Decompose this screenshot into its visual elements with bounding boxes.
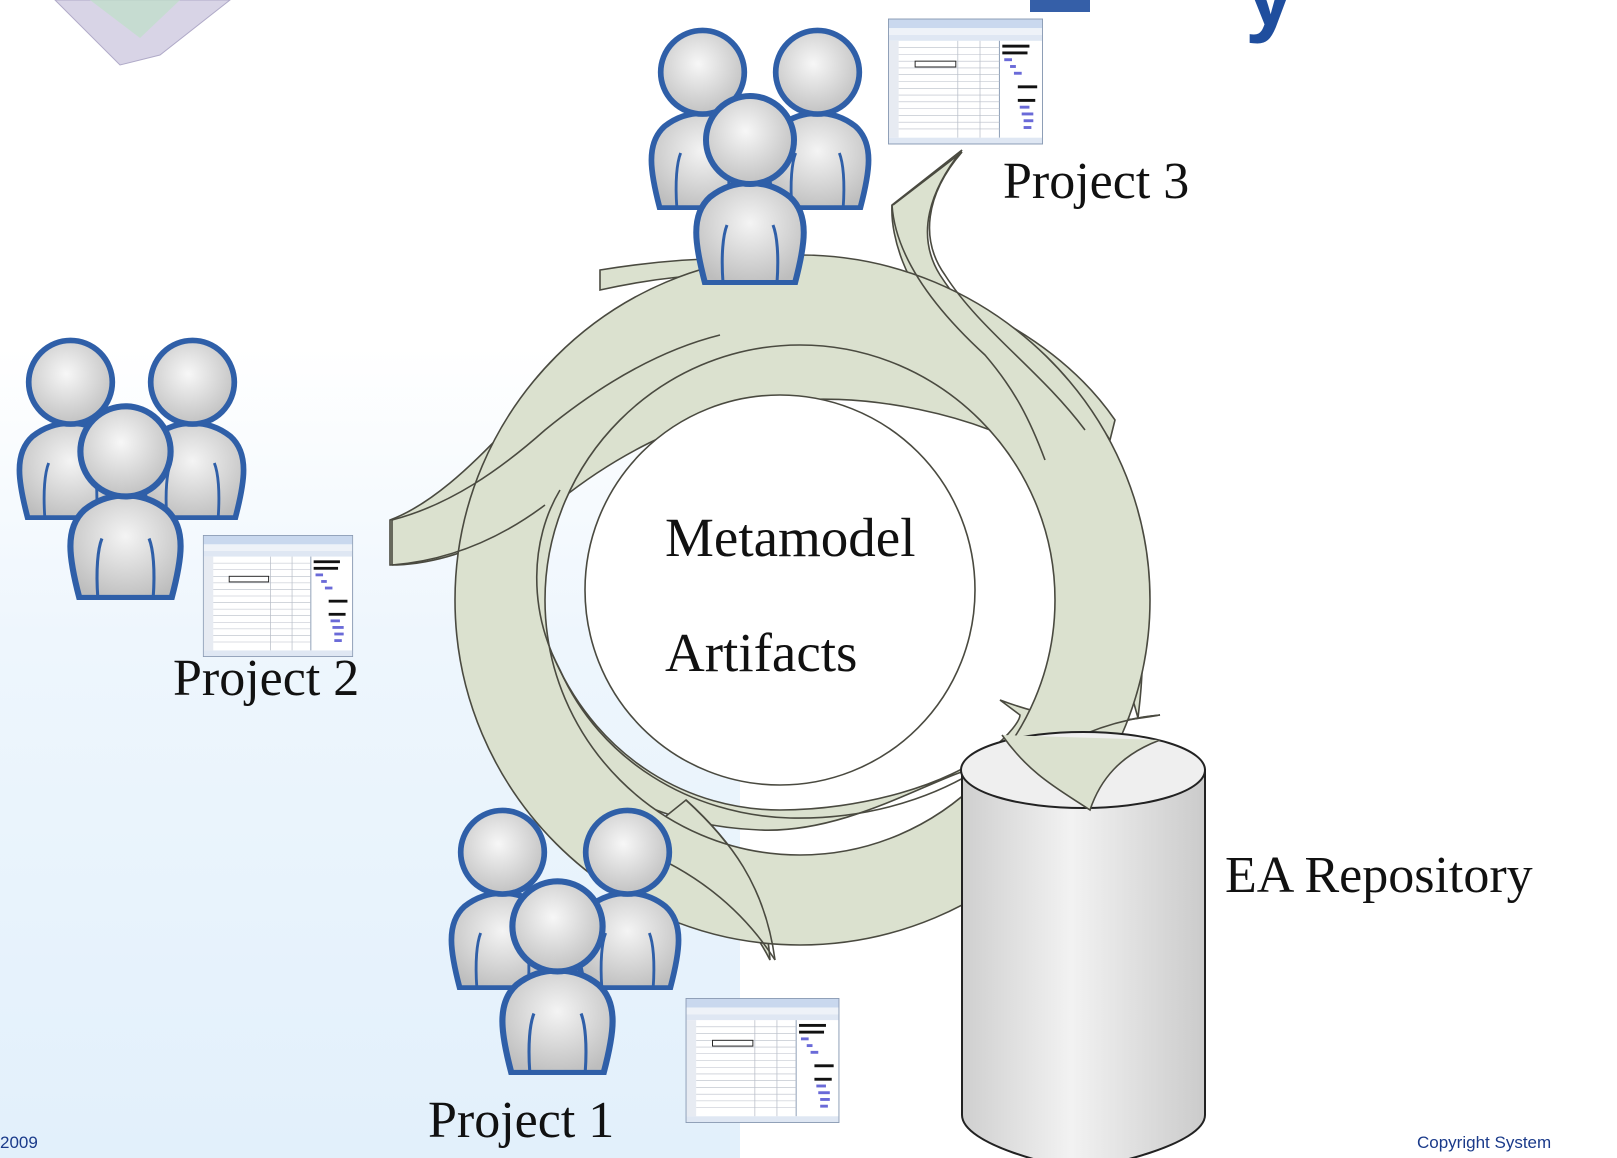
gantt-chart-thumbnail-project2: [202, 535, 354, 657]
label-project1: Project 1: [428, 1092, 615, 1149]
center-label-artifacts: Artifacts: [665, 622, 858, 683]
footer-year: 2009: [0, 1133, 38, 1152]
database-cylinder-icon: [960, 731, 1206, 1158]
label-project2: Project 2: [173, 650, 360, 707]
center-label-metamodel: Metamodel: [665, 507, 916, 568]
ring: [391, 151, 1161, 961]
people-group-icon-project3: [651, 30, 868, 283]
gantt-chart-thumbnail-project3: [888, 18, 1043, 145]
footer-copyright: Copyright System: [1417, 1133, 1552, 1152]
title-fragment: y: [1245, 0, 1295, 45]
label-project3: Project 3: [1003, 153, 1190, 210]
label-ea-repository: EA Repository: [1225, 847, 1533, 904]
gantt-chart-thumbnail-project1: [685, 998, 840, 1123]
